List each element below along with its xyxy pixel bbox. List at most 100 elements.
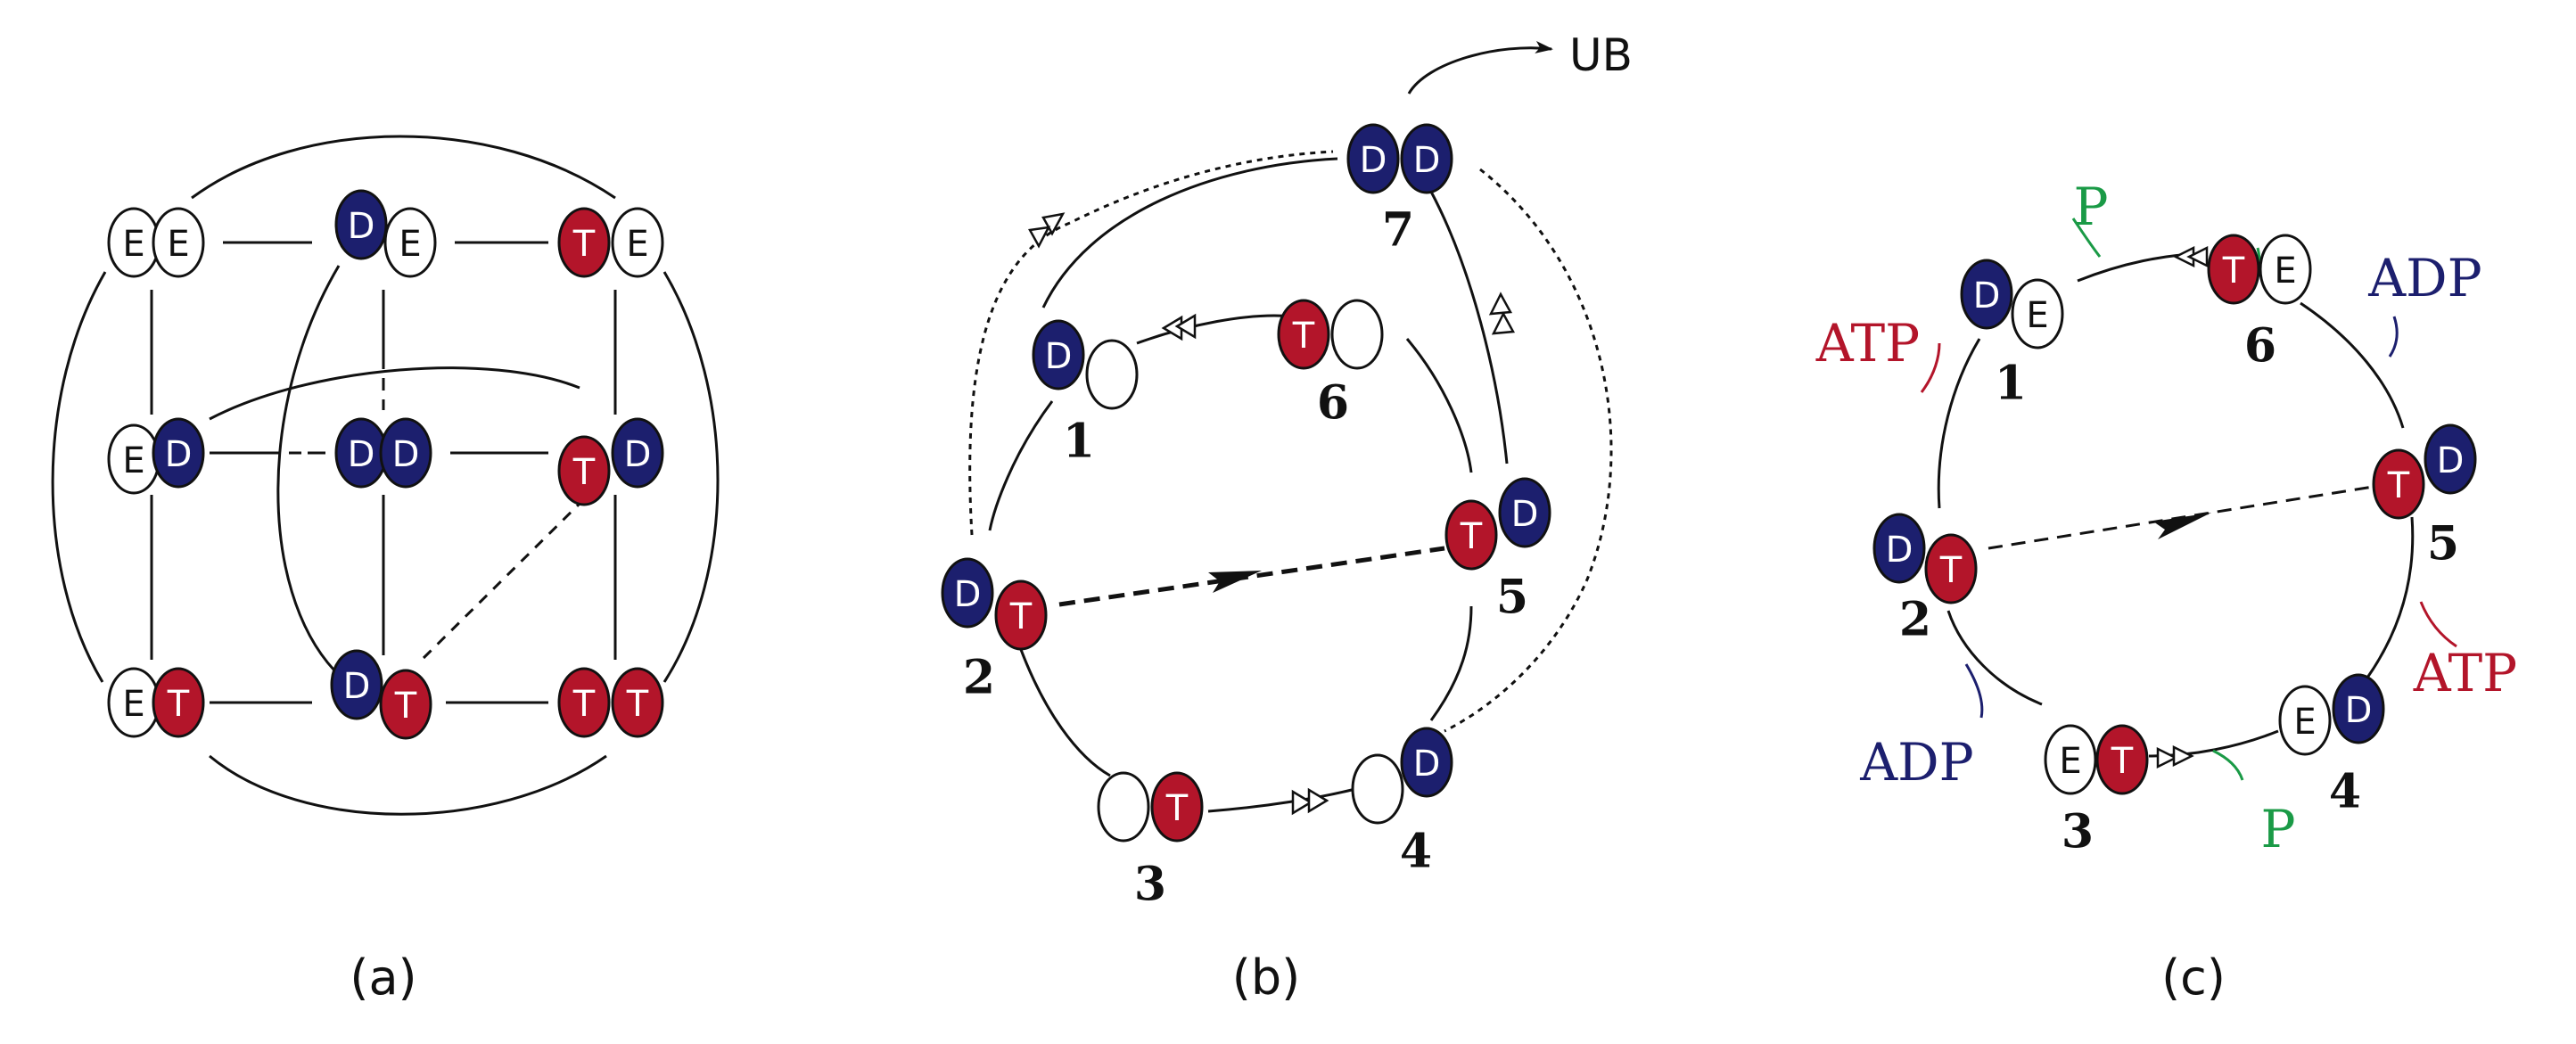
annotation-p: P (2260, 799, 2295, 859)
state-letter: T (572, 224, 596, 265)
state-letter: E (2293, 702, 2316, 743)
state-site-left: E (107, 423, 160, 495)
state-letter: T (1292, 316, 1315, 357)
state-site-left: D (334, 189, 388, 260)
state-site-right: E (611, 207, 664, 278)
state-site-right: E (2011, 278, 2064, 349)
state-site-right: D (2332, 673, 2385, 744)
state-number: 1 (1995, 357, 2027, 411)
state-letter: T (2111, 741, 2134, 782)
state-number: 1 (1063, 415, 1095, 469)
state-letter: E (626, 224, 648, 265)
state-site-left: E (107, 207, 160, 278)
state-number: 5 (1496, 571, 1528, 625)
state-site-left: T (1444, 499, 1498, 571)
state-letter: D (1360, 140, 1387, 181)
state-letter: T (1460, 516, 1483, 557)
arrowhead-b (1208, 571, 1262, 593)
state-site-right: T (152, 667, 205, 738)
ub-label: UB (1569, 29, 1633, 81)
state-letter: E (2059, 741, 2081, 782)
state-letter: T (572, 684, 596, 725)
state-site-right: D (1400, 123, 1453, 194)
state-letter: T (2387, 465, 2410, 506)
state-letter: T (2222, 251, 2245, 292)
state-letter: E (122, 684, 144, 725)
arrowhead-c (2153, 513, 2211, 539)
state-site-left: D (941, 557, 994, 629)
state-site-left: T (557, 435, 611, 506)
state-letter: D (1413, 140, 1441, 181)
state-letter: D (1886, 530, 1913, 571)
state-node-b-2: DT (941, 557, 1048, 651)
state-site-right: D (2424, 423, 2477, 495)
annotation-atp: ATP (2413, 643, 2517, 703)
annotation-atp: ATP (1815, 313, 1920, 374)
state-site-left: E (107, 667, 160, 738)
state-site-right: D (1498, 477, 1551, 548)
panel-a-connections (51, 135, 720, 816)
state-site-right: E (2259, 234, 2312, 305)
state-letter: D (348, 434, 375, 475)
state-node-b-4: D (1351, 727, 1453, 825)
state-site-left: D (1872, 513, 1926, 584)
panel-label: (c) (2161, 949, 2226, 1006)
state-letter: T (626, 684, 649, 725)
panel-label: (b) (1232, 949, 1300, 1006)
state-letter: T (572, 452, 596, 493)
state-letter: T (1009, 596, 1033, 637)
state-site-right: D (1400, 727, 1453, 798)
state-letter: D (2437, 440, 2465, 481)
state-site-left: D (1960, 259, 2013, 330)
state-number: 3 (1134, 858, 1166, 912)
state-letter: E (122, 440, 144, 481)
state-site-right: E (383, 207, 437, 278)
state-site-left: T (2372, 448, 2425, 520)
state-node-b-3: T (1097, 771, 1204, 843)
state-number: 5 (2427, 517, 2459, 571)
state-letter: E (167, 224, 189, 265)
state-site-left: D (1032, 319, 1085, 390)
state-letter: D (624, 434, 652, 475)
state-site-left: T (2207, 234, 2260, 305)
state-site-right: D (152, 417, 205, 489)
state-site-left (1097, 771, 1150, 843)
state-site-right: T (1924, 533, 1978, 604)
state-letter: D (343, 666, 371, 707)
state-site-left: D (330, 649, 383, 720)
state-letter: E (2026, 295, 2048, 336)
state-letter: D (954, 574, 982, 615)
state-letter: E (2274, 251, 2296, 292)
state-site-right: T (994, 580, 1048, 651)
state-site-left: D (334, 417, 388, 489)
panel-b-connections (968, 40, 1613, 813)
state-site-left: T (557, 207, 611, 278)
state-letter: D (165, 434, 193, 475)
state-number: 3 (2062, 805, 2094, 859)
panel-c-connections (1937, 252, 2415, 758)
state-site-left: E (2044, 724, 2097, 795)
state-letter: D (1973, 275, 2001, 316)
open-arrows-c (2156, 245, 2209, 769)
state-letter: E (122, 224, 144, 265)
state-letter: E (399, 224, 421, 265)
state-number: 6 (2244, 319, 2276, 374)
state-node-b-5: TD (1444, 477, 1551, 571)
state-number: 2 (1899, 593, 1931, 647)
state-site-left: T (1277, 299, 1330, 370)
state-site-right: T (379, 669, 432, 740)
